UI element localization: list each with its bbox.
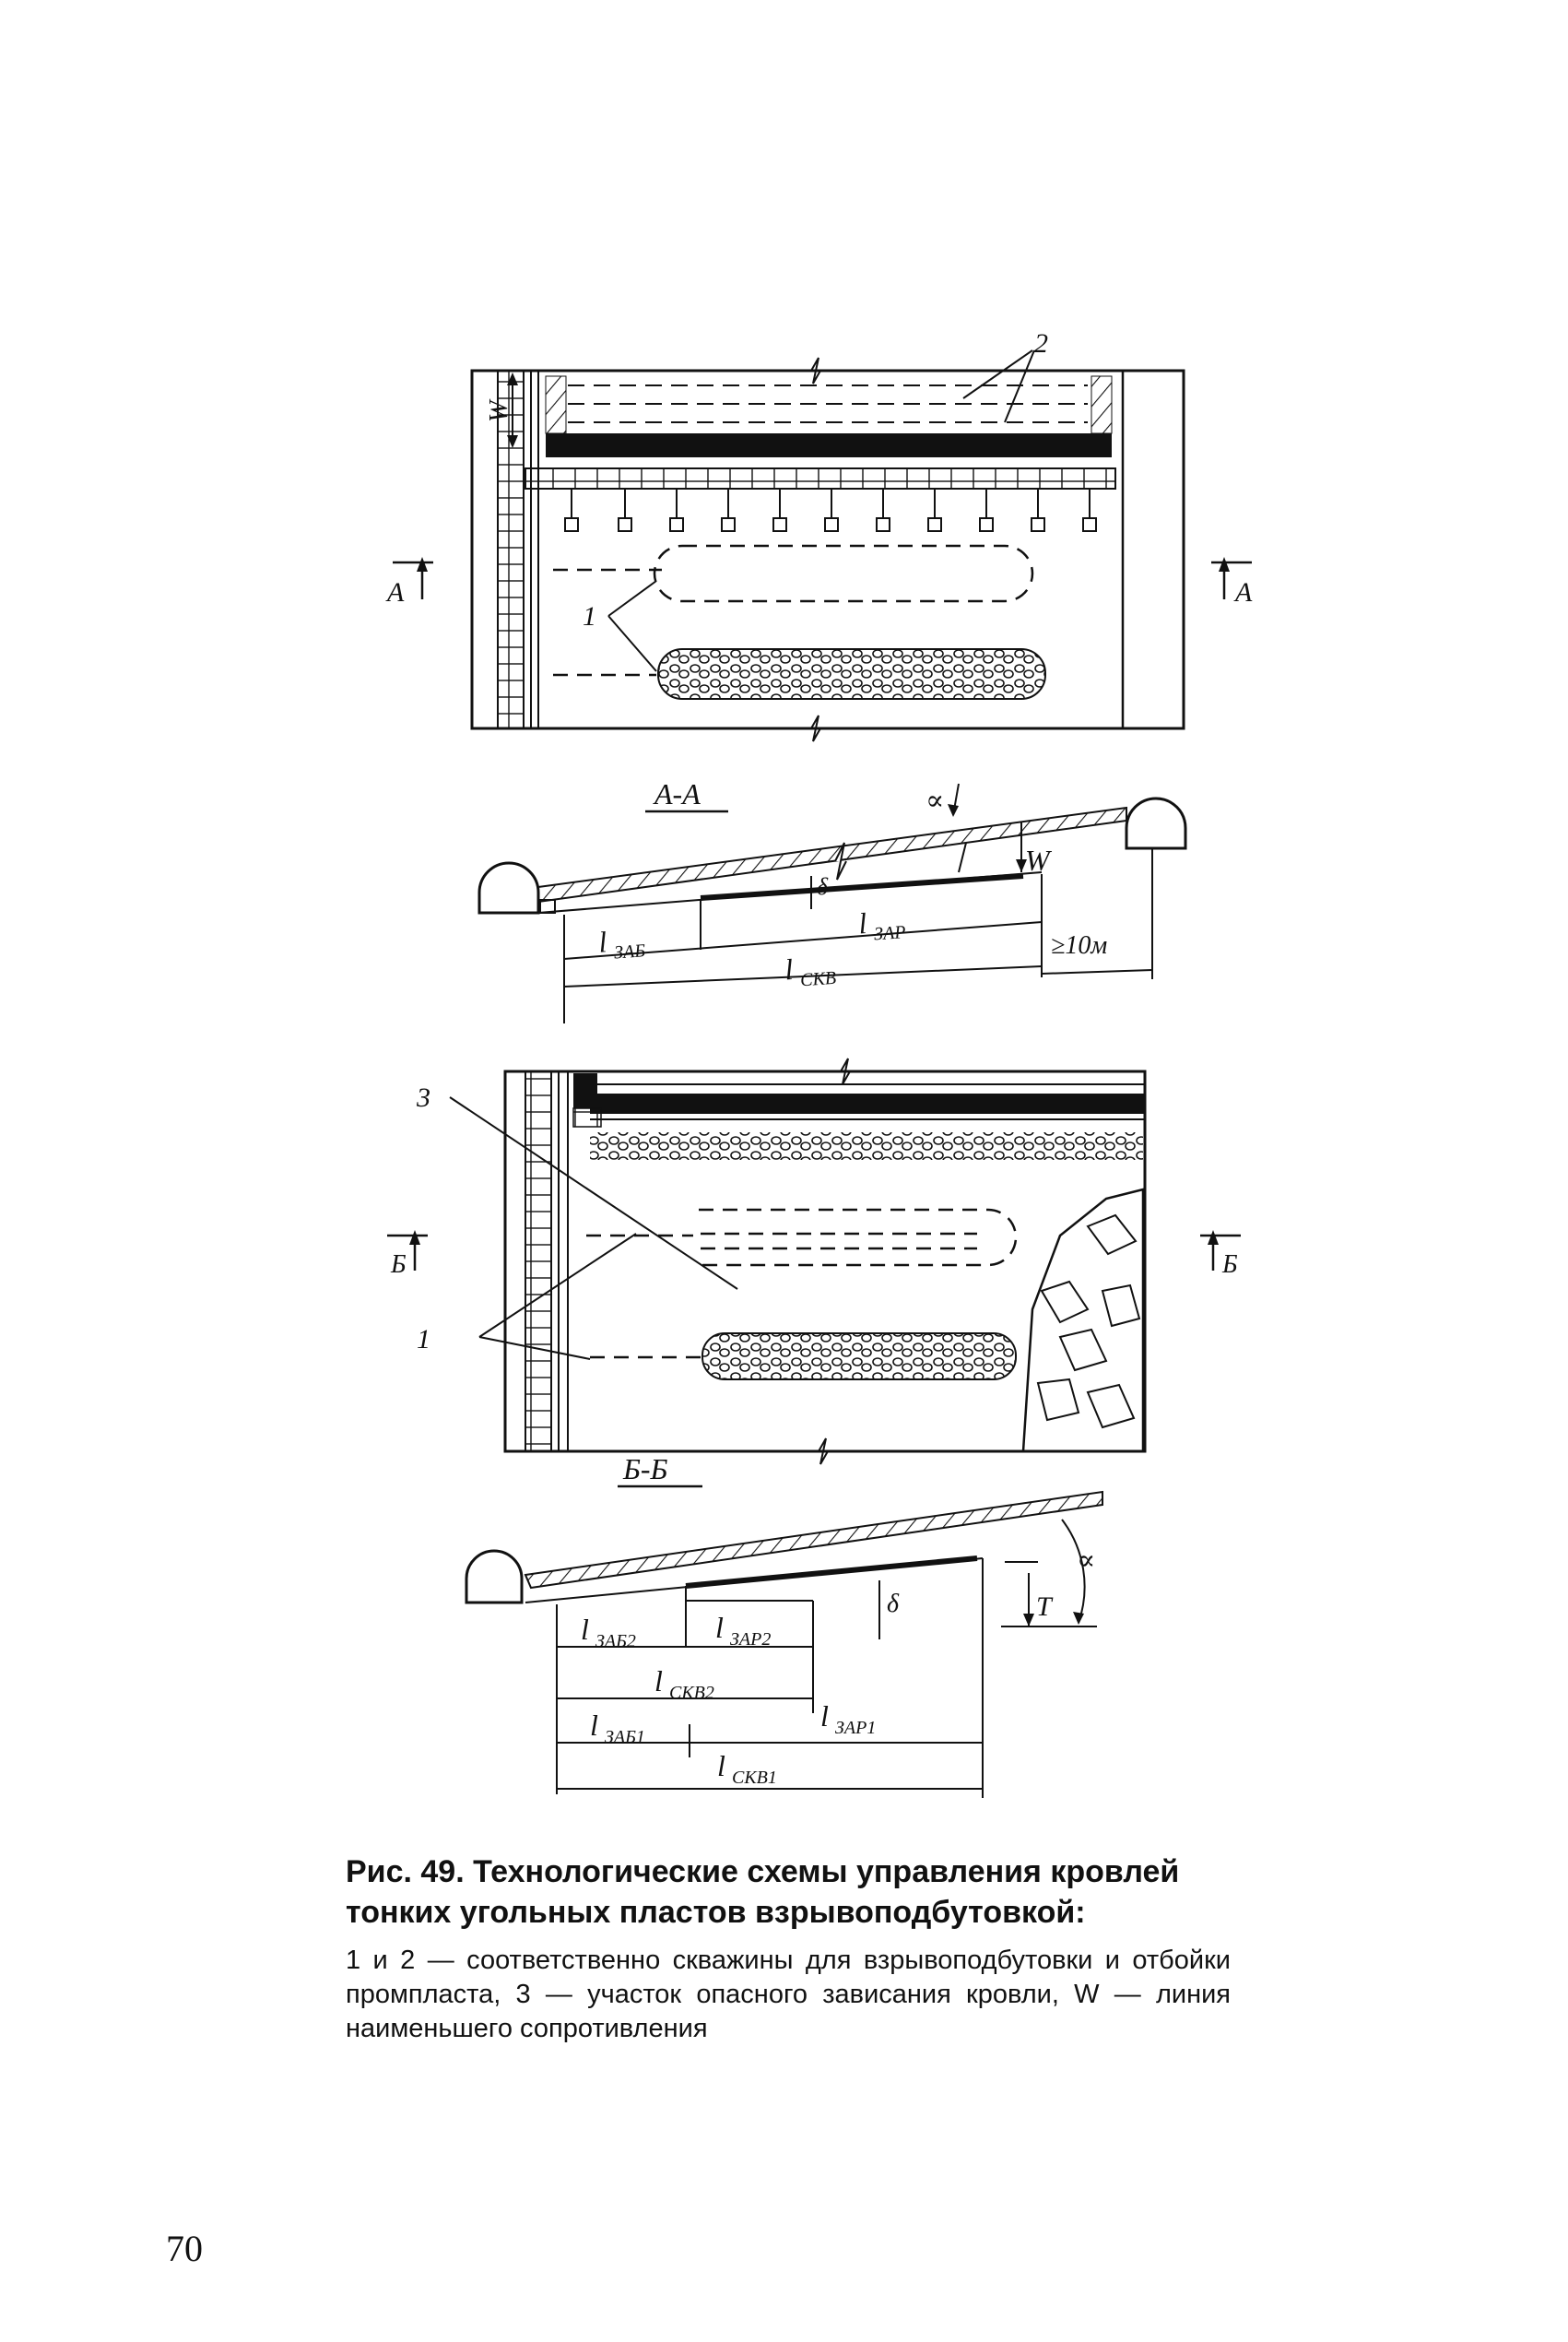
plan2-gob-pebbles xyxy=(590,1132,1143,1160)
l-zar2-letter: l xyxy=(715,1611,724,1644)
l-zab-letter: l xyxy=(597,925,607,959)
section1-right-drift xyxy=(1125,797,1187,850)
plan1-label-W: W xyxy=(485,398,513,422)
l-zab-sub: ЗАБ xyxy=(613,940,646,963)
plan1-section-left: A xyxy=(385,577,405,608)
plan1-blasted-rubble xyxy=(657,648,1046,700)
plan2-borehole-upper xyxy=(586,1208,1018,1267)
plan-view-2: 3 1 Б Б xyxy=(387,1058,1241,1465)
section2-T: T xyxy=(1036,1591,1054,1622)
section2-l-zab1: l ЗАБ1 xyxy=(590,1709,645,1747)
l-zab2-letter: l xyxy=(581,1613,589,1646)
plan2-section-left: Б xyxy=(390,1250,407,1279)
l-skv-letter: l xyxy=(784,952,794,987)
section2-l-skv2: l СКВ2 xyxy=(654,1664,714,1703)
section2-l-skv1: l СКВ1 xyxy=(717,1749,777,1788)
section1-l-skv: l СКВ xyxy=(784,952,837,991)
l-skv2-sub: СКВ2 xyxy=(669,1683,714,1703)
l-skv1-letter: l xyxy=(717,1749,725,1782)
section1-W: W xyxy=(1025,844,1053,877)
plan1-roof-supports xyxy=(564,489,1097,532)
plan2-blasted-rubble xyxy=(701,1332,1017,1380)
plan-view-1: 2 W 1 A A xyxy=(385,328,1253,742)
plan2-label-3: 3 xyxy=(416,1082,430,1113)
plan1-label-2: 2 xyxy=(1034,328,1048,359)
section2-roof-strata xyxy=(524,1490,1103,1590)
plan2-coal-seam xyxy=(590,1094,1145,1114)
plan1-label-1: 1 xyxy=(583,601,596,632)
section1-l-zar: l ЗАР xyxy=(857,906,906,944)
section1-left-drift xyxy=(477,861,540,915)
plan1-section-right: A xyxy=(1233,577,1253,608)
section1-dist: ≥10м xyxy=(1051,931,1107,960)
section1-delta: δ xyxy=(817,873,829,900)
plan2-outline xyxy=(503,1070,1147,1453)
l-skv-sub: СКВ xyxy=(799,968,836,991)
l-zab1-sub: ЗАБ1 xyxy=(605,1727,645,1747)
l-zab1-letter: l xyxy=(590,1709,598,1742)
plan2-caved-rock xyxy=(1021,1188,1145,1453)
l-zar1-sub: ЗАР1 xyxy=(835,1718,876,1738)
l-skv2-letter: l xyxy=(654,1664,663,1697)
l-zar2-sub: ЗАР2 xyxy=(730,1629,771,1650)
l-zar-sub: ЗАР xyxy=(873,922,906,944)
plan2-label-1: 1 xyxy=(417,1324,430,1354)
plan1-borehole-upper xyxy=(553,544,1034,603)
plan1-coal-seam xyxy=(546,433,1112,457)
plan1-outline xyxy=(470,369,1185,730)
section2-l-zar2: l ЗАР2 xyxy=(715,1611,771,1650)
l-zab2-sub: ЗАБ2 xyxy=(595,1631,636,1651)
plan1-entry-column xyxy=(497,370,525,729)
figure-caption-description: 1 и 2 — соответственно скважины для взры… xyxy=(346,1946,1231,2043)
section2-delta: δ xyxy=(887,1590,900,1618)
section1-l-zab: l ЗАБ xyxy=(597,925,646,963)
page-number: 70 xyxy=(166,2228,203,2269)
figure-caption-title: Рис. 49. Технологические схемы управлени… xyxy=(346,1854,1180,1930)
section2-l-zab2: l ЗАБ2 xyxy=(581,1613,636,1651)
section1-title: А-А xyxy=(653,777,701,810)
section-B-B: Б-Б ∝ T δ l ЗАБ2 l ЗАР2 xyxy=(465,1452,1103,1798)
section2-left-drift xyxy=(465,1549,524,1604)
l-zar-letter: l xyxy=(857,906,867,940)
l-zar1-letter: l xyxy=(820,1699,829,1733)
section-A-A: А-А ∝ W δ l ЗАБ xyxy=(477,777,1187,1023)
plan1-face-conveyor xyxy=(525,467,1116,490)
section1-roof-strata xyxy=(537,806,1127,904)
section1-alpha: ∝ xyxy=(925,786,944,816)
section2-l-zar1: l ЗАР1 xyxy=(820,1699,876,1738)
plan2-entry-column xyxy=(525,1070,552,1452)
section2-title: Б-Б xyxy=(622,1452,668,1485)
section2-alpha: ∝ xyxy=(1077,1545,1095,1576)
l-skv1-sub: СКВ1 xyxy=(732,1768,777,1788)
plan2-section-right: Б xyxy=(1221,1250,1238,1279)
